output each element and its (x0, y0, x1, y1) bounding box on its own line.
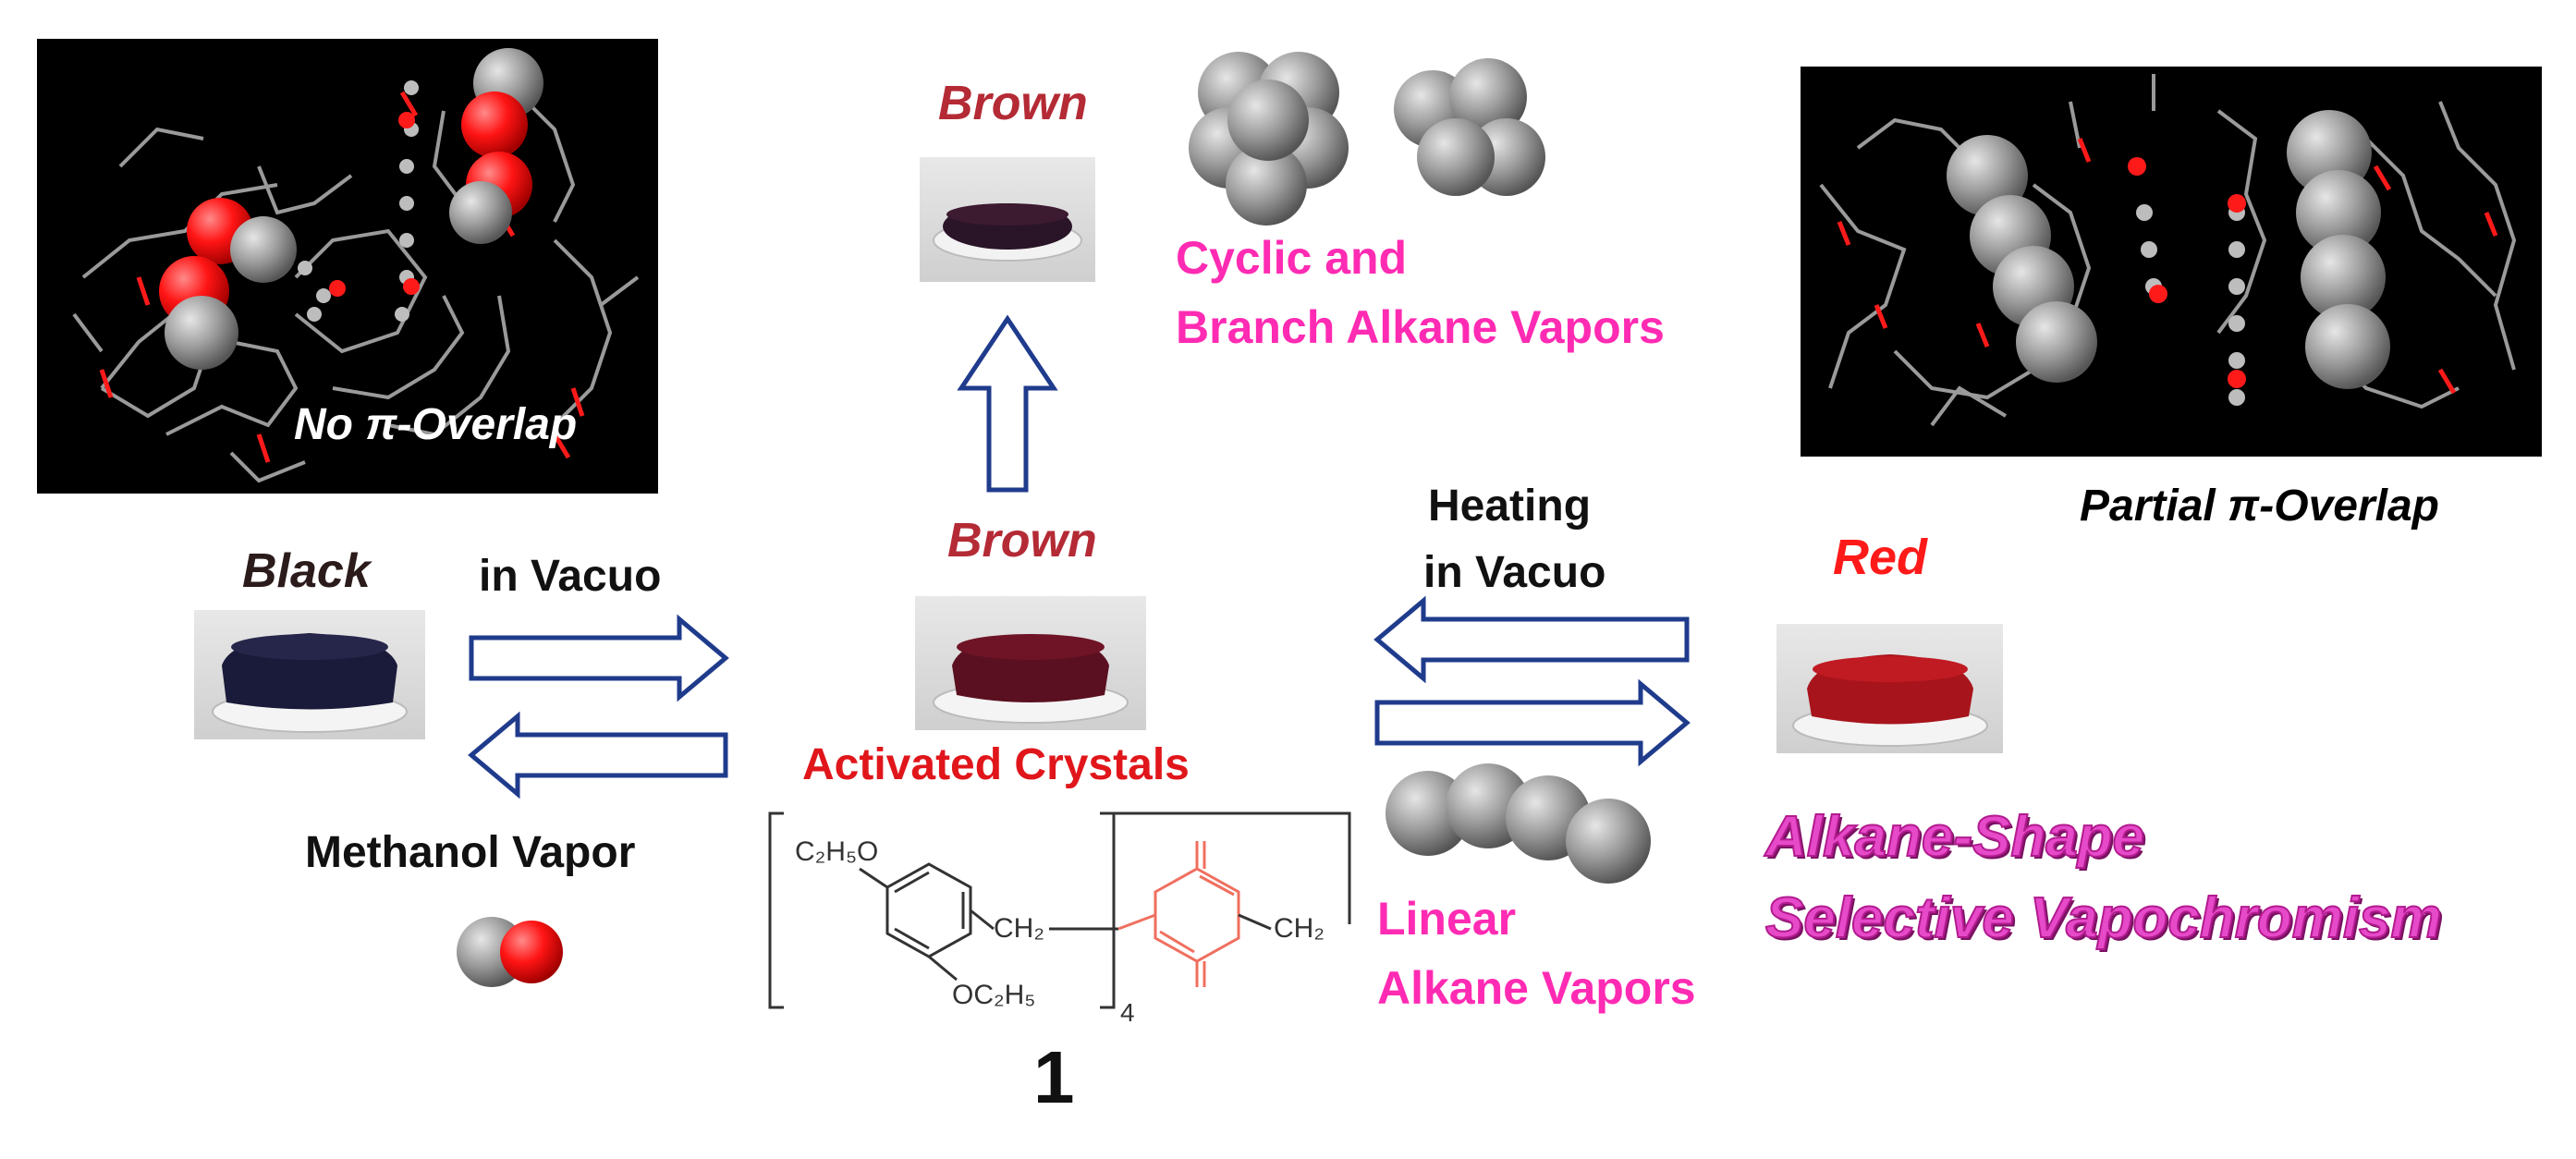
linear-alkane-guest-left-channel (1947, 135, 2097, 383)
black-label: Black (242, 544, 371, 598)
arrow-left-heating (1373, 595, 1690, 684)
activated-crystals-label: Activated Crystals (802, 740, 1190, 789)
ethoxy-top-label: C₂H₅O (795, 836, 879, 867)
branched-alkane-molecule (1394, 58, 1545, 196)
red-label: Red (1833, 530, 1928, 585)
cyclic-branch-label-line2: Branch Alkane Vapors (1176, 301, 1665, 353)
sample-photo-red (1776, 624, 2003, 753)
partial-overlap-label: Partial π-Overlap (2080, 482, 2439, 531)
repeat-subscript-label: 4 (1120, 998, 1135, 1027)
compound-1-structure (768, 811, 1351, 1009)
methanol-molecule (457, 917, 563, 987)
arrow-up (957, 314, 1058, 493)
shape-selective-line1: Alkane-Shape (1764, 804, 2145, 870)
benzoquinone-stack-left (298, 48, 543, 322)
brown-mid-label: Brown (947, 514, 1097, 567)
shape-selective-line2: Selective Vapochromism (1764, 885, 2443, 951)
macrocycle-wireframe-left (72, 91, 640, 483)
linear-label-line1: Linear (1377, 893, 1517, 945)
arrows (468, 314, 1691, 799)
ch2-right-label: CH₂ (1274, 913, 1325, 944)
oxygen-bonds-right (1837, 138, 2498, 395)
in-vacuo-label: in Vacuo (479, 552, 662, 601)
brown-top-label: Brown (938, 77, 1088, 130)
arrow-left-methanol (468, 711, 728, 799)
no-overlap-structure-panel (37, 39, 658, 494)
arrow-right-vacuo (469, 614, 729, 702)
heating-in-vacuo-label: in Vacuo (1423, 548, 1606, 597)
arrow-right-linear (1374, 678, 1691, 767)
sample-photo-brown-top (920, 157, 1095, 282)
methanol-guest-left (159, 198, 297, 370)
cyclic-alkane-molecule (1189, 52, 1349, 226)
linear-alkane-guest-right-channel (2287, 110, 2390, 389)
compound-number-label: 1 (1033, 1036, 1075, 1118)
heating-label: Heating (1428, 482, 1592, 531)
no-overlap-label: No π-Overlap (294, 400, 578, 449)
sample-photo-black (194, 610, 425, 739)
partial-overlap-structure-panel (1801, 67, 2542, 457)
sample-photo-brown-mid (915, 596, 1146, 730)
cyclic-branch-label-line1: Cyclic and (1176, 232, 1408, 284)
linear-label-line2: Alkane Vapors (1377, 962, 1696, 1014)
methanol-vapor-label: Methanol Vapor (305, 828, 636, 877)
ethoxy-bottom-label: OC₂H₅ (952, 980, 1036, 1010)
linear-alkane-molecule (1386, 763, 1651, 884)
ch2-left-label: CH₂ (994, 913, 1044, 944)
